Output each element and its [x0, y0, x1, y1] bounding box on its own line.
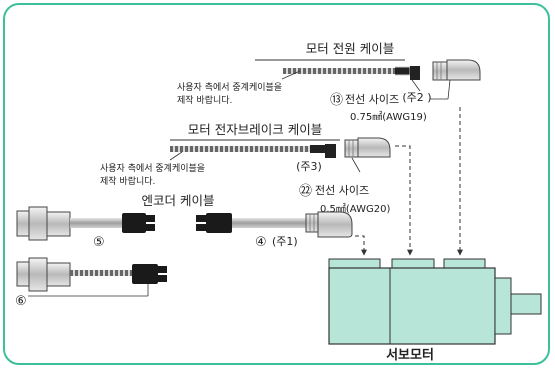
- brake-user-relay-line1: 사용자 측에서 중계케이블을: [100, 162, 205, 174]
- power-user-relay-line2: 제작 바랍니다.: [177, 95, 232, 106]
- part-number-5: ⑤: [93, 235, 105, 250]
- encoder-cable-label: 엔코더 케이블: [142, 193, 215, 208]
- note1-label: (주1): [272, 235, 298, 248]
- part-number-13: ⑬: [330, 93, 343, 108]
- note2-label: (주2 ): [402, 91, 431, 104]
- motor-power-cable-label: 모터 전원 케이블: [306, 41, 394, 56]
- part-number-22: ㉒: [299, 184, 312, 199]
- part-number-4: ④: [255, 235, 267, 250]
- servo-motor-label: 서보모터: [386, 347, 434, 363]
- motor-power-cable: 모터 전원 케이블 (주2 ) 사용자 측에서 중계케이블을 제작 바랍니다. …: [177, 41, 481, 123]
- brake-user-relay-line2: 제작 바랍니다.: [100, 176, 155, 187]
- motor-flange: [494, 277, 512, 335]
- brake-wire-size-label: 전선 사이즈: [315, 184, 369, 197]
- motor-shaft: [510, 293, 542, 315]
- diagram-frame: [3, 3, 550, 365]
- encoder-cable-6: ⑥: [15, 257, 167, 309]
- servo-motor: 서보모터: [328, 258, 542, 363]
- power-wire-size-value: 0.75㎟(AWG19): [350, 111, 427, 123]
- encoder-cable: 엔코더 케이블 ⑤ ④ (주1): [15, 193, 353, 309]
- encoder-cable-5: ⑤: [16, 206, 155, 250]
- power-user-relay-line1: 사용자 측에서 중계케이블을: [177, 81, 282, 93]
- note3-label: (주3): [296, 160, 322, 173]
- motor-body: [328, 267, 496, 345]
- encoder-cable-4: ④ (주1): [196, 211, 353, 250]
- connection-lines: [355, 107, 463, 256]
- motor-brake-cable-label: 모터 전자브레이크 케이블: [188, 122, 322, 137]
- motor-brake-cable: 모터 전자브레이크 케이블 (주3) 사용자 측에서 중계케이블을 제작 바랍니…: [100, 122, 391, 215]
- part-number-6: ⑥: [15, 294, 27, 309]
- power-wire-size-label: 전선 사이즈: [345, 93, 399, 106]
